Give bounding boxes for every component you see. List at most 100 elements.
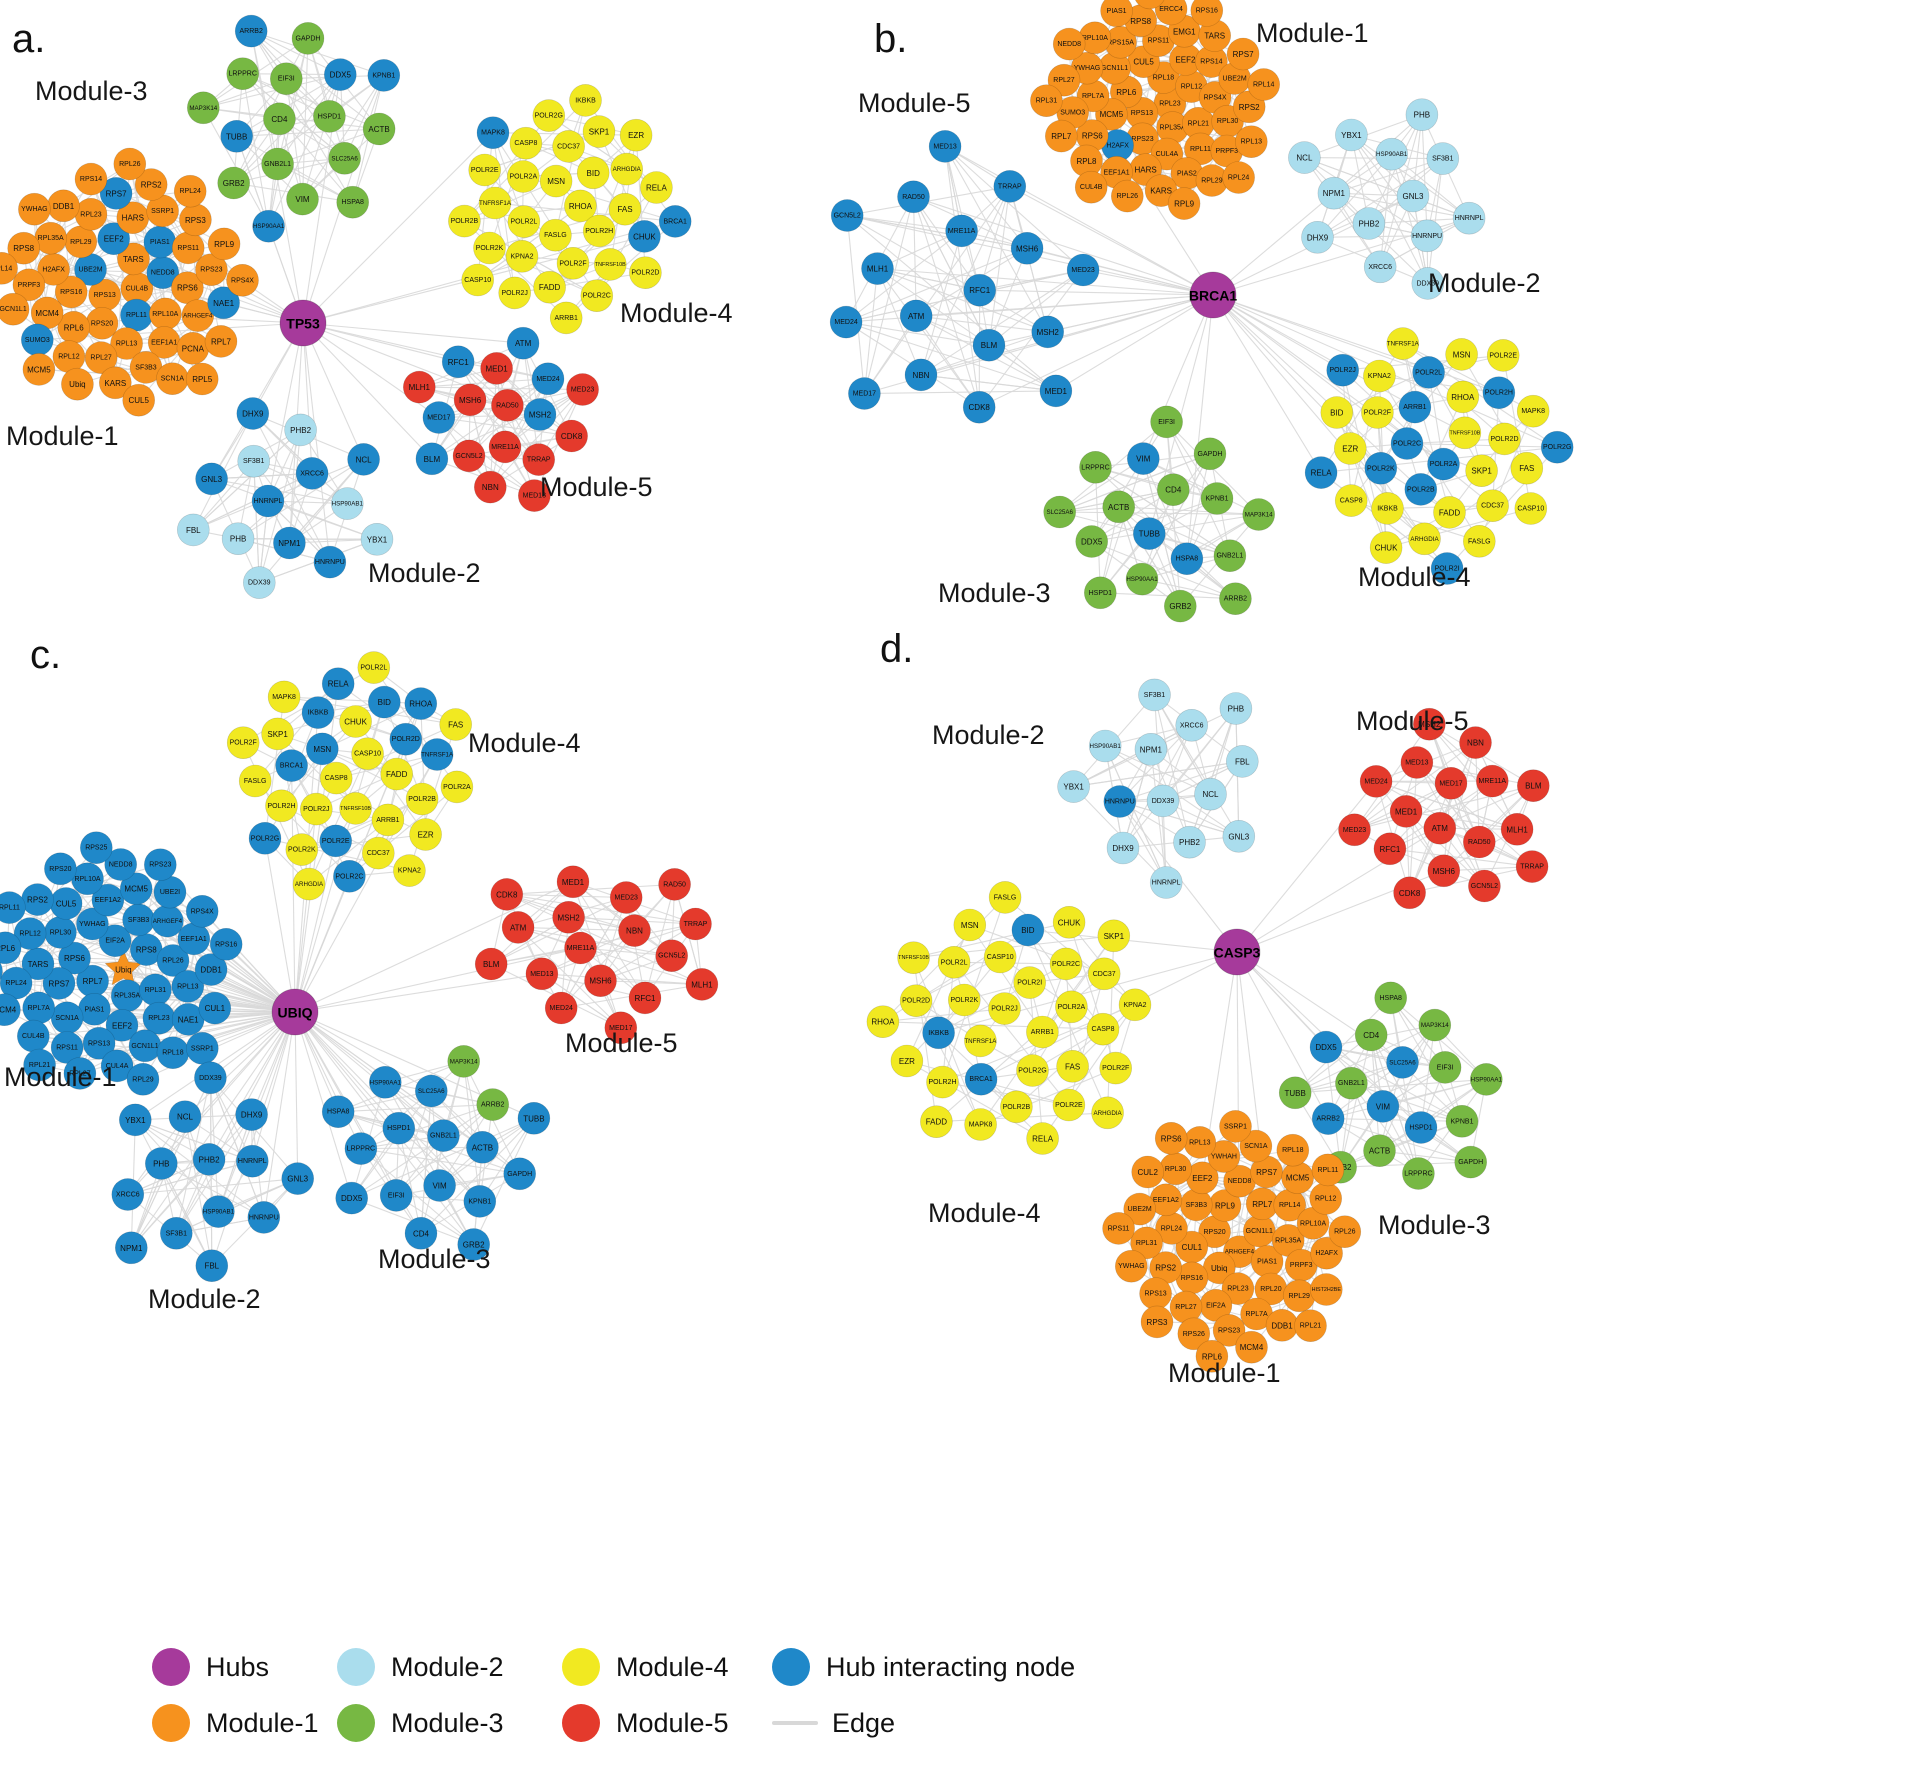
color-swatch <box>562 1648 600 1686</box>
protein-node <box>1221 1272 1255 1305</box>
protein-node <box>1170 542 1204 576</box>
node-label: GCN1L1 <box>1246 1228 1273 1235</box>
node-label: RAD50 <box>663 881 686 888</box>
node-label: CDK8 <box>969 403 991 412</box>
node-label: DHX9 <box>1307 233 1329 242</box>
protein-node <box>84 341 118 374</box>
protein-node <box>63 1057 97 1090</box>
node-label: TUBB <box>523 1114 544 1123</box>
protein-node <box>983 940 1017 974</box>
node-label: BID <box>1330 409 1344 418</box>
node-label: CASP10 <box>1517 506 1544 513</box>
node-label: RPS11 <box>177 245 199 252</box>
protein-node <box>440 770 474 804</box>
protein-node <box>263 102 296 136</box>
node-label: DDB1 <box>200 966 222 975</box>
panel-letter: c. <box>30 633 61 677</box>
module-label: Module-1 <box>1168 1358 1281 1388</box>
protein-node <box>422 401 456 434</box>
protein-node <box>291 22 325 55</box>
node-label: RPS2 <box>141 181 162 190</box>
node-label: RPS11 <box>56 1045 78 1052</box>
protein-node <box>261 717 294 751</box>
node-label: MCM4 <box>1240 1343 1264 1352</box>
protein-node <box>299 792 333 826</box>
protein-node <box>1138 678 1171 712</box>
protein-node <box>533 270 566 304</box>
node-label: ACTB <box>472 1143 493 1152</box>
node-label: SLC25A6 <box>331 155 358 162</box>
node-label: TNFRSF10B <box>898 955 929 961</box>
protein-node <box>367 685 401 719</box>
node-label: HSPD1 <box>318 113 341 120</box>
node-label: HNRNPU <box>315 559 345 566</box>
node-label: GRB2 <box>223 179 245 188</box>
node-label: RPS20 <box>49 866 71 873</box>
legend-label: Module-2 <box>391 1651 504 1682</box>
node-label: RPL35A <box>114 993 140 1000</box>
protein-node <box>1102 1212 1135 1245</box>
protein-node <box>1154 1122 1188 1155</box>
hub-label: CASP3 <box>1214 945 1261 961</box>
node-label: CHUK <box>344 718 367 727</box>
protein-node <box>1389 795 1423 828</box>
node-label: RPL13 <box>177 983 199 990</box>
legend-item: Module-3 <box>337 1704 562 1742</box>
node-label: RPS7 <box>1233 50 1254 59</box>
node-label: FASLG <box>244 778 267 785</box>
node-label: CHUK <box>1058 918 1081 927</box>
protein-node <box>236 397 270 430</box>
node-label: RPS26 <box>1183 1331 1205 1338</box>
node-label: BRCA1 <box>280 763 303 770</box>
node-label: POLR2B <box>408 796 436 803</box>
protein-node <box>576 156 610 190</box>
protein-node <box>267 680 301 714</box>
node-label: HSPA8 <box>341 199 364 206</box>
protein-node <box>1235 1330 1268 1364</box>
node-label: LRPPRC <box>228 71 256 78</box>
protein-node <box>1317 176 1351 210</box>
node-label: PHB <box>1228 705 1244 714</box>
protein-node <box>44 852 77 886</box>
protein-node <box>204 325 238 358</box>
protein-node <box>173 174 207 208</box>
node-label: DDX39 <box>1152 798 1175 805</box>
protein-node <box>1468 869 1501 903</box>
node-label: CUL5 <box>56 900 77 909</box>
protein-node <box>1515 850 1549 883</box>
node-label: RPS13 <box>1145 1291 1167 1298</box>
node-label: MAPK8 <box>272 694 296 701</box>
node-label: CUL5 <box>1133 58 1154 67</box>
node-label: FBL <box>1235 757 1250 766</box>
node-label: RPL18 <box>1153 75 1175 82</box>
protein-node <box>1386 327 1420 360</box>
node-label: YWHAH <box>1211 1153 1237 1160</box>
node-label: ARRB2 <box>481 1102 504 1109</box>
node-label: DDX39 <box>1417 280 1440 287</box>
node-label: DHX9 <box>241 1111 263 1120</box>
node-label: POLR2D <box>631 270 659 277</box>
node-label: BRCA1 <box>664 218 687 225</box>
protein-node <box>1200 482 1234 515</box>
module-label: Module-5 <box>565 1028 678 1058</box>
node-label: FASLG <box>994 894 1017 901</box>
node-label: NBN <box>626 927 643 936</box>
protein-node <box>1338 813 1371 847</box>
node-label: TRRAP <box>527 457 551 464</box>
node-label: PHB <box>1414 111 1430 120</box>
node-label: ARRB1 <box>1403 404 1426 411</box>
hub-node-tp53 <box>279 299 327 347</box>
node-label: SLC25A6 <box>418 1088 445 1095</box>
protein-node <box>1446 380 1480 414</box>
node-label: HSPA8 <box>327 1109 350 1116</box>
protein-node <box>463 1185 497 1218</box>
node-label: POLR2H <box>585 228 613 235</box>
node-label: HARS <box>122 214 144 223</box>
node-label: BID <box>1021 926 1035 935</box>
node-label: MSH2 <box>557 913 580 922</box>
node-label: RPL27 <box>1053 77 1075 84</box>
protein-node <box>1276 1133 1310 1167</box>
node-label: HARS <box>1134 166 1156 175</box>
node-label: RPL12 <box>19 931 41 938</box>
protein-node <box>658 868 691 901</box>
